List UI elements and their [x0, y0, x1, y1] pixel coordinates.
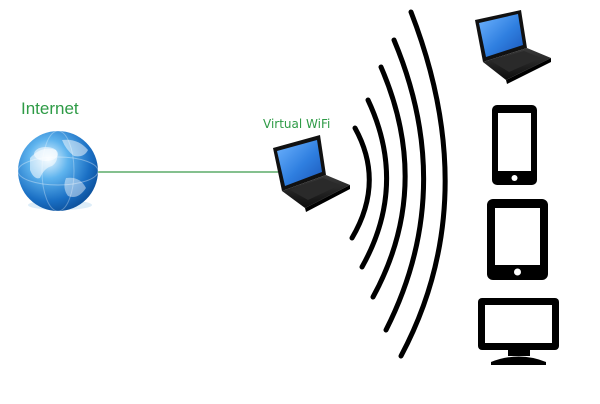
- wifi-signal-waves: [349, 9, 448, 359]
- signal-wave-2: [359, 97, 389, 270]
- internet-label: Internet: [21, 99, 79, 118]
- phone-icon: [492, 105, 537, 185]
- virtual-wifi-label: Virtual WiFi: [263, 117, 331, 131]
- signal-wave-1: [349, 125, 372, 241]
- tablet-icon: [487, 199, 548, 280]
- monitor-icon: [478, 298, 559, 365]
- globe-icon: [17, 130, 99, 212]
- signal-wave-5: [398, 9, 448, 359]
- signal-wave-3: [370, 64, 408, 300]
- hotspot-laptop-icon: [273, 135, 350, 212]
- signal-wave-4: [383, 37, 427, 333]
- client-laptop-icon: [475, 10, 551, 84]
